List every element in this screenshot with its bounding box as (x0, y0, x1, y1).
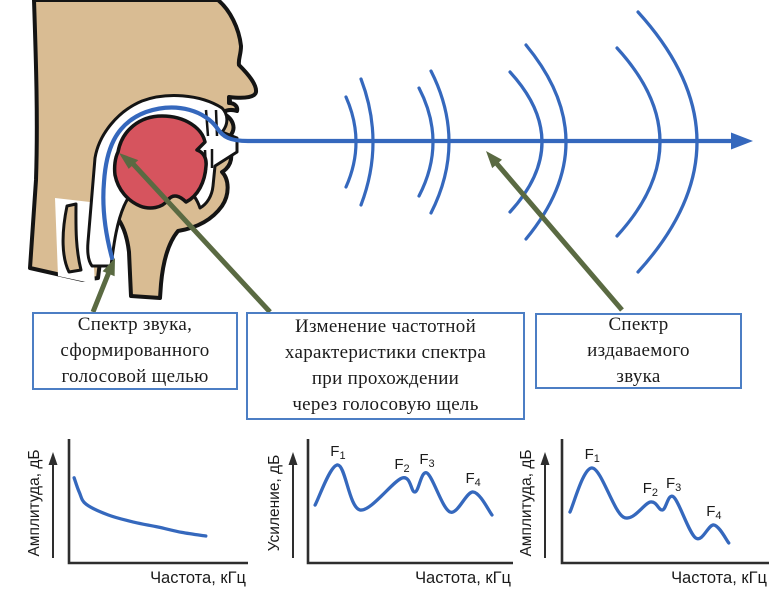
formant-label: F4 (706, 503, 721, 522)
box-line: голосовой щелью (61, 366, 209, 387)
axes (67, 439, 248, 565)
formant-label: F3 (419, 451, 434, 470)
y-axis-label: Амплитуда, дБ (26, 449, 43, 556)
x-axis-label: Частота, кГц (150, 569, 246, 587)
spectrum-curve (313, 463, 494, 517)
formant-label: F2 (643, 480, 658, 499)
emitted-sound-arrow (490, 156, 624, 312)
box-line: через голосовую щель (292, 394, 479, 415)
sound-wave-arc (636, 10, 699, 274)
glottis-arrow (90, 266, 114, 313)
y-axis-label: Усиление, дБ (266, 455, 283, 552)
vocal-tract-line (101, 105, 734, 261)
lower-teeth (203, 149, 214, 171)
epiglottis (61, 202, 83, 274)
formant-label: F4 (465, 470, 480, 489)
y-axis-arrowhead (288, 452, 298, 465)
box-line: сформированного (60, 340, 210, 361)
x-axis-label: Частота, кГц (415, 569, 511, 587)
sound-wave-arc (417, 86, 435, 198)
box-line: Спектр (608, 314, 669, 335)
formant-label: F2 (394, 456, 409, 475)
upper-teeth (204, 109, 219, 137)
tract-arrowhead (119, 153, 139, 169)
sound-wave-arc (429, 69, 451, 215)
box-line: Спектр звука, (77, 314, 193, 335)
box-line: издаваемого (587, 340, 690, 361)
sound-wave-arc (615, 46, 662, 238)
box-line: характеристики спектра (284, 342, 487, 363)
glottis-spectrum-box: Спектр звука, сформированного голосовой … (32, 312, 238, 390)
tract-response-box: Изменение частотной характеристики спект… (246, 312, 525, 420)
sound-direction-arrowhead (731, 132, 753, 150)
sound-wave-arc (359, 77, 375, 207)
emitted-sound-arrowhead (486, 151, 502, 169)
y-axis-arrowhead (48, 452, 58, 465)
y-axis-label: Амплитуда, дБ (518, 449, 535, 556)
speech-illustration (28, 0, 753, 314)
box-line: Изменение частотной (294, 316, 477, 337)
glottis-spectrum-chart: Амплитуда, дБ Частота, кГц (26, 439, 248, 587)
axes (306, 439, 513, 565)
callout-arrows (90, 151, 624, 314)
glottis-arrowhead (102, 258, 115, 277)
formant-label: F1 (330, 443, 345, 462)
formant-label: F3 (666, 475, 681, 494)
axes (560, 439, 769, 565)
x-axis-label: Частота, кГц (671, 569, 767, 587)
spectrum-curve (72, 476, 208, 538)
box-line: звука (616, 366, 661, 387)
formant-label: F1 (585, 446, 600, 465)
nostril (228, 95, 233, 104)
sound-wave-arc (344, 95, 358, 189)
tract-arrow (126, 157, 272, 314)
tongue (112, 114, 208, 210)
box-line: при прохождении (311, 368, 460, 389)
emitted-spectrum-box: Спектр издаваемого звука (535, 313, 742, 389)
y-axis-arrowhead (540, 452, 550, 465)
spectrum-curve (568, 466, 731, 545)
